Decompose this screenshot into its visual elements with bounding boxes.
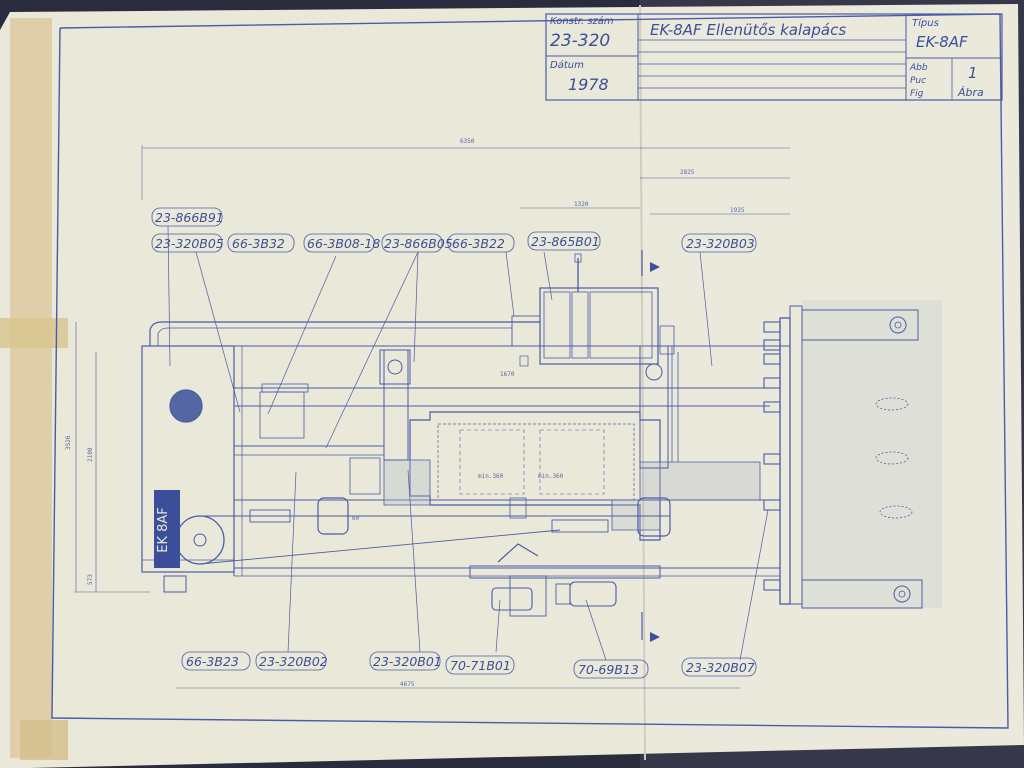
part-label-66-3B08-18: 66-3B08-18 <box>307 236 380 251</box>
tipus-label: Típus <box>912 17 939 29</box>
machine-drawing <box>141 253 942 617</box>
abra-label: Ábra <box>957 86 984 99</box>
tipus-value: EK-8AF <box>916 33 968 51</box>
tape-piece-middle <box>0 318 68 348</box>
dimension-lines: 6350 2825 1320 1925 4675 1670 3526 2100 … <box>65 138 790 689</box>
fold-highlight <box>640 0 1024 768</box>
dim-inner-1670: 1670 <box>500 371 515 378</box>
part-label-66-3B32: 66-3B32 <box>232 236 285 251</box>
title-block: Konstr. szám 23-320 Dátum 1978 EK-8AF El… <box>545 13 1003 101</box>
dim-right-section: 2825 <box>680 169 695 176</box>
dim-inner-left: min.360 <box>478 473 504 480</box>
dim-mid-section: 1320 <box>574 201 589 208</box>
leader-lines <box>167 225 769 661</box>
left-tape-strip <box>10 18 52 758</box>
part-label-70-71B01: 70-71B01 <box>450 658 511 673</box>
puc-label: Рuс <box>910 76 926 86</box>
drawing-frame <box>51 13 1009 729</box>
part-label-66-3B22: 66-3B22 <box>452 236 505 251</box>
figure-number: 1 <box>968 64 978 82</box>
datum-label: Dátum <box>550 59 584 71</box>
konstr-label: Konstr. szám <box>550 15 614 27</box>
dim-right-end: 1925 <box>730 207 745 214</box>
part-label-23-865B01: 23-865B01 <box>531 234 600 249</box>
part-label-23-866B91: 23-866B91 <box>155 210 224 225</box>
machine-marking-plate: EK 8AF <box>154 490 180 568</box>
part-label-70-69B13: 70-69B13 <box>578 662 639 677</box>
part-labels <box>151 207 757 679</box>
machine-marking-text: EK 8AF <box>156 507 171 553</box>
dim-inner-right: min.360 <box>538 473 564 480</box>
part-label-23-320B07: 23-320B07 <box>686 660 755 675</box>
part-label-23-320B01: 23-320B01 <box>373 654 442 669</box>
dim-spring-gap: 60 <box>352 515 360 522</box>
part-label-23-320B03: 23-320B03 <box>686 236 755 251</box>
paper-sheet <box>0 4 1024 768</box>
drawing-title: EK-8AF Ellenütős kalapács <box>650 21 846 39</box>
konstr-number: 23-320 <box>550 31 610 51</box>
part-label-23-320B02: 23-320B02 <box>259 654 328 669</box>
tape-piece-bottom <box>20 720 68 760</box>
dim-bottom-length: 4675 <box>400 681 415 688</box>
datum-value: 1978 <box>568 75 609 94</box>
dim-height-inner: 2100 <box>87 447 94 462</box>
abb-label: Abb <box>909 63 928 73</box>
paper-fold-line <box>639 4 646 761</box>
dim-height-total: 3526 <box>65 435 72 450</box>
section-markers <box>641 250 660 642</box>
fig-label: Fig <box>910 89 924 99</box>
part-label-23-320B05: 23-320B05 <box>155 236 224 251</box>
part-label-23-866B05: 23-866B05 <box>384 236 453 251</box>
dim-height-small: 573 <box>87 574 94 585</box>
dim-overall-length: 6350 <box>460 138 475 145</box>
part-label-66-3B23: 66-3B23 <box>186 654 239 669</box>
